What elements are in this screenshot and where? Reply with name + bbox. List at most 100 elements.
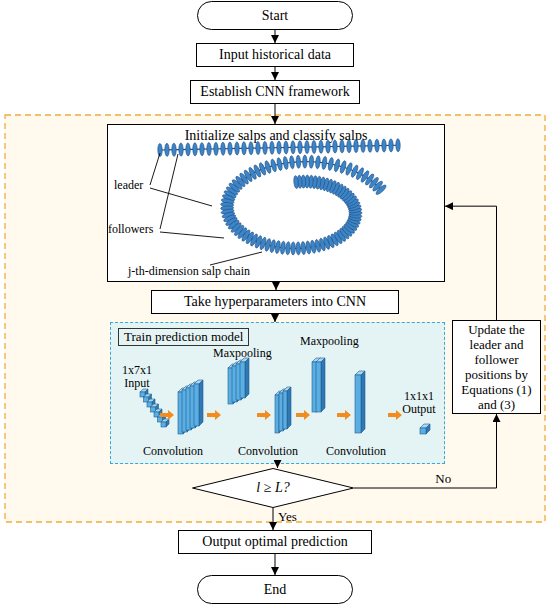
block-top <box>279 389 287 393</box>
salp-symbol <box>355 167 365 181</box>
salp-symbol <box>242 142 247 155</box>
block-top <box>190 382 199 386</box>
block-top <box>161 419 169 422</box>
block-front <box>151 407 156 412</box>
block-side <box>426 424 430 434</box>
block-top <box>228 364 237 368</box>
block-side <box>321 358 325 412</box>
salp-symbol <box>296 242 301 255</box>
salp-symbol <box>325 179 333 193</box>
salp-symbol <box>289 156 295 169</box>
block-side <box>245 358 249 398</box>
callout-label: leader <box>114 179 159 192</box>
salp-symbol <box>347 201 361 210</box>
salp-symbol <box>305 241 311 254</box>
flow-arrow <box>337 410 351 420</box>
leader-line <box>210 252 262 265</box>
salp-symbol <box>337 185 348 198</box>
layer-block <box>147 399 155 407</box>
block-front <box>140 392 145 397</box>
block-front <box>190 386 195 428</box>
salp-symbol <box>158 143 163 156</box>
salp-symbol <box>315 156 321 169</box>
salp-symbol <box>343 192 356 204</box>
block-side <box>279 391 283 433</box>
flow-arrow <box>160 410 174 420</box>
salp-symbol <box>291 242 296 255</box>
layer-block <box>236 360 245 400</box>
node-label: Initialize salps and classify salps <box>185 128 368 144</box>
block-side <box>317 358 321 412</box>
region-heading: Train prediction model <box>118 328 249 346</box>
salp-symbol <box>254 235 263 249</box>
layer-block <box>178 388 187 434</box>
node-label: Output optimal prediction <box>202 534 347 550</box>
block-front <box>420 428 426 434</box>
block-side <box>152 399 155 407</box>
process-box: Initialize salps and classify salps <box>107 124 445 282</box>
model-region: Train prediction model <box>110 322 445 464</box>
salp-symbol <box>241 229 252 242</box>
block-side <box>361 371 365 433</box>
flow-arrow <box>388 410 402 420</box>
block-front <box>283 391 287 429</box>
salp-symbol <box>259 237 267 251</box>
block-front <box>228 368 233 404</box>
node-label: l ≥ L? <box>256 480 289 496</box>
salp-symbol <box>225 216 238 227</box>
layer-block <box>186 384 195 430</box>
block-top <box>158 414 166 417</box>
salp-symbol <box>303 155 307 168</box>
block-top <box>236 360 245 364</box>
node-label: End <box>264 582 287 598</box>
layer-label: Maxpooling <box>300 335 372 348</box>
block-side <box>287 387 291 429</box>
salp-symbol <box>165 143 170 156</box>
salp-symbol <box>222 211 236 219</box>
decision-diamond: l ≥ L? <box>192 468 354 508</box>
block-top <box>275 391 283 395</box>
salp-symbol <box>396 139 401 152</box>
salp-symbol <box>326 140 331 153</box>
layer-block <box>228 364 237 404</box>
salp-symbol <box>331 181 341 195</box>
salp-symbol <box>193 143 198 156</box>
salp-symbol <box>343 223 356 235</box>
leader-line <box>160 154 178 229</box>
salp-symbol <box>231 178 243 190</box>
salp-symbol <box>285 242 290 255</box>
block-top <box>240 358 249 362</box>
block-side <box>199 380 203 426</box>
salp-illustration <box>150 139 400 265</box>
block-side <box>166 419 169 427</box>
salp-chain-line <box>227 162 381 249</box>
salp-symbol <box>200 143 205 156</box>
salp-symbol <box>220 206 233 211</box>
block-top <box>151 404 159 407</box>
salp-symbol <box>270 159 277 173</box>
salp-symbol <box>280 241 286 254</box>
flow-connector <box>273 508 274 530</box>
salp-symbol <box>237 227 248 240</box>
salp-symbol <box>336 229 347 242</box>
salp-symbol <box>225 186 238 197</box>
flow-arrow <box>296 410 310 420</box>
block-top <box>144 394 152 397</box>
block-front <box>182 390 187 432</box>
block-front <box>154 412 159 417</box>
salp-symbol <box>333 159 340 173</box>
layer-block <box>151 404 159 412</box>
salp-symbol <box>364 173 375 186</box>
block-side <box>195 382 199 428</box>
block-front <box>316 362 321 412</box>
salp-symbol <box>348 204 362 212</box>
layer-label: 1x1x1 Output <box>396 390 442 416</box>
terminal-box: End <box>197 575 353 604</box>
salp-symbol <box>340 140 345 153</box>
salp-symbol <box>270 141 275 154</box>
block-front <box>275 395 279 433</box>
block-top <box>178 388 187 392</box>
block-side <box>159 409 162 417</box>
layer-block <box>140 389 148 397</box>
